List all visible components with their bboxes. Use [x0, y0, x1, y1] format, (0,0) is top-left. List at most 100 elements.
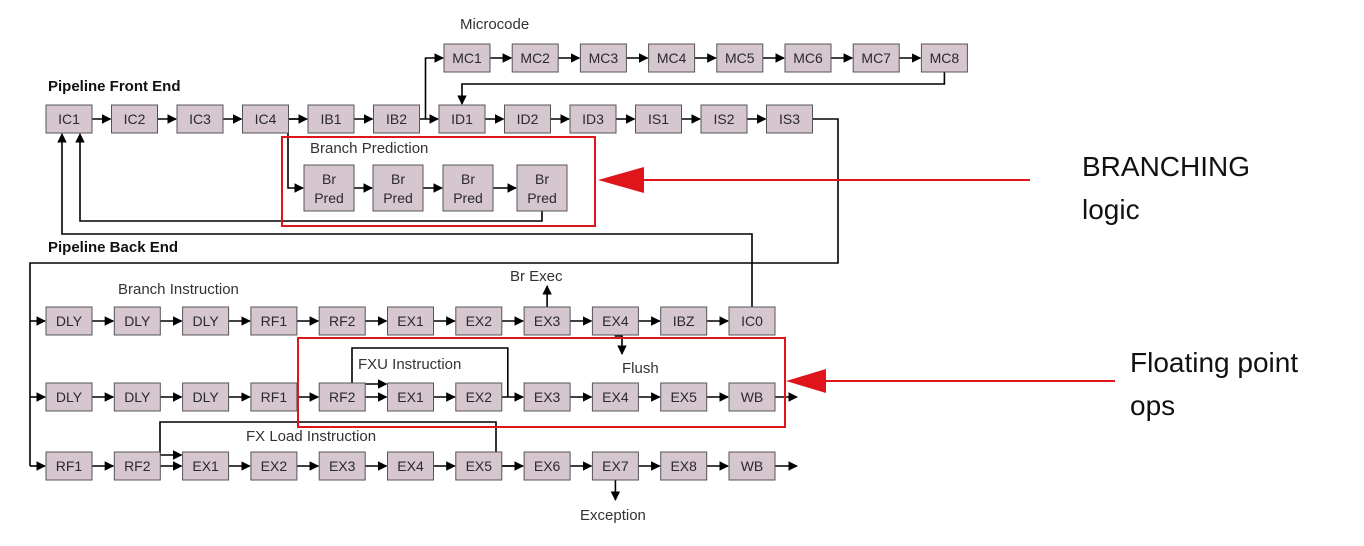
- stage-label: Br: [322, 171, 336, 187]
- stage-mc8: MC8: [920, 43, 968, 73]
- stage-label: MC1: [452, 50, 482, 66]
- stage-label: DLY: [192, 389, 219, 405]
- stage-ex2: EX2: [455, 306, 503, 336]
- stage-label: EX4: [602, 389, 629, 405]
- stage-ibz: IBZ: [660, 306, 708, 336]
- connectors: [29, 53, 946, 501]
- stage-label: WB: [741, 389, 764, 405]
- stage-dly: DLY: [113, 382, 161, 412]
- stage-ex7: EX7: [591, 451, 639, 481]
- stage-label: DLY: [56, 389, 83, 405]
- stage-mc7: MC7: [852, 43, 900, 73]
- microcode-exit-arrow: [457, 72, 946, 105]
- stage-label: EX1: [397, 389, 424, 405]
- stage-label: EX3: [534, 389, 561, 405]
- stage-label: Pred: [453, 190, 483, 206]
- branch-prediction-highlight: [281, 136, 596, 227]
- flush-label: Flush: [622, 360, 659, 377]
- stage-mc2: MC2: [511, 43, 559, 73]
- stage-ex1: EX1: [387, 382, 434, 412]
- stage-label: MC2: [520, 50, 550, 66]
- branching-note-line2: logic: [1082, 194, 1140, 225]
- stage-label: MC4: [657, 50, 687, 66]
- branch-prediction-label: Branch Prediction: [310, 140, 428, 157]
- stage-label: RF2: [329, 313, 356, 329]
- stage-label: RF1: [261, 389, 288, 405]
- stage-label: EX7: [602, 458, 629, 474]
- stage-ib2: IB2: [373, 104, 420, 134]
- stage-label: EX1: [192, 458, 219, 474]
- stage-label: IC2: [124, 111, 146, 127]
- stage-wb: WB: [728, 451, 776, 481]
- stage-label: DLY: [124, 313, 151, 329]
- stage-id2: ID2: [504, 104, 551, 134]
- stage-mc4: MC4: [648, 43, 696, 73]
- stage-label: Pred: [527, 190, 557, 206]
- stage-label: EX4: [602, 313, 629, 329]
- stage-ex4: EX4: [387, 451, 434, 481]
- stage-label: EX2: [466, 389, 493, 405]
- stage-label: Pred: [383, 190, 413, 206]
- stage-dly: DLY: [182, 306, 230, 336]
- stage-label: RF2: [124, 458, 151, 474]
- stage-label: EX3: [329, 458, 356, 474]
- stage-ic3: IC3: [176, 104, 224, 134]
- stage-label: IS3: [779, 111, 800, 127]
- stage-label: Br: [461, 171, 475, 187]
- stage-label: RF1: [56, 458, 83, 474]
- stage-label: IS1: [648, 111, 669, 127]
- stage-ex3: EX3: [523, 382, 571, 412]
- stage-ex6: EX6: [523, 451, 571, 481]
- stage-label: EX8: [670, 458, 697, 474]
- stage-ex5: EX5: [455, 451, 503, 481]
- stage-id3: ID3: [569, 104, 617, 134]
- stage-label: MC6: [793, 50, 823, 66]
- front-end-label: Pipeline Front End: [48, 78, 181, 95]
- branching-arrow-head: [598, 167, 644, 193]
- stage-label: DLY: [124, 389, 151, 405]
- stage-rf2: RF2: [318, 382, 366, 412]
- stage-label: ID2: [517, 111, 539, 127]
- stage-label: IBZ: [673, 313, 695, 329]
- branching-note-line1: BRANCHING: [1082, 151, 1250, 182]
- stage-id1: ID1: [438, 104, 486, 134]
- stage-label: EX6: [534, 458, 561, 474]
- stage-dly: DLY: [182, 382, 230, 412]
- stage-ex3: EX3: [318, 451, 366, 481]
- stage-label: RF1: [261, 313, 288, 329]
- stage-label: IC3: [189, 111, 211, 127]
- stage-label: DLY: [56, 313, 83, 329]
- stage-label: MC5: [725, 50, 755, 66]
- microcode-label: Microcode: [460, 16, 529, 33]
- stage-label: ID3: [582, 111, 604, 127]
- stage-label: EX1: [397, 313, 424, 329]
- stage-label: Br: [535, 171, 549, 187]
- stage-ex4: EX4: [591, 382, 639, 412]
- stage-ex3: EX3: [523, 306, 571, 336]
- stage-ic1: IC1: [45, 104, 93, 134]
- stage-label: EX3: [534, 313, 561, 329]
- stage-wb: WB: [728, 382, 776, 412]
- dispatch-line: [29, 118, 839, 466]
- stage-label: EX4: [397, 458, 424, 474]
- stage-label: DLY: [192, 313, 219, 329]
- stage-label: IC4: [255, 111, 277, 127]
- stage-label: MC7: [861, 50, 891, 66]
- stage-rf1: RF1: [250, 382, 298, 412]
- float-note-line2: ops: [1130, 390, 1175, 421]
- fx-load-instruction-label: FX Load Instruction: [246, 428, 376, 445]
- stage-mc6: MC6: [784, 43, 832, 73]
- branch-instruction-label: Branch Instruction: [118, 281, 239, 298]
- stage-dly: DLY: [45, 382, 93, 412]
- stage-label: IB1: [320, 111, 341, 127]
- branch-redirect-arrow: [75, 133, 543, 222]
- stage-ex1: EX1: [387, 306, 434, 336]
- stage-dly: DLY: [113, 306, 161, 336]
- stage-ex2: EX2: [455, 382, 503, 412]
- stage-label: EX2: [466, 313, 493, 329]
